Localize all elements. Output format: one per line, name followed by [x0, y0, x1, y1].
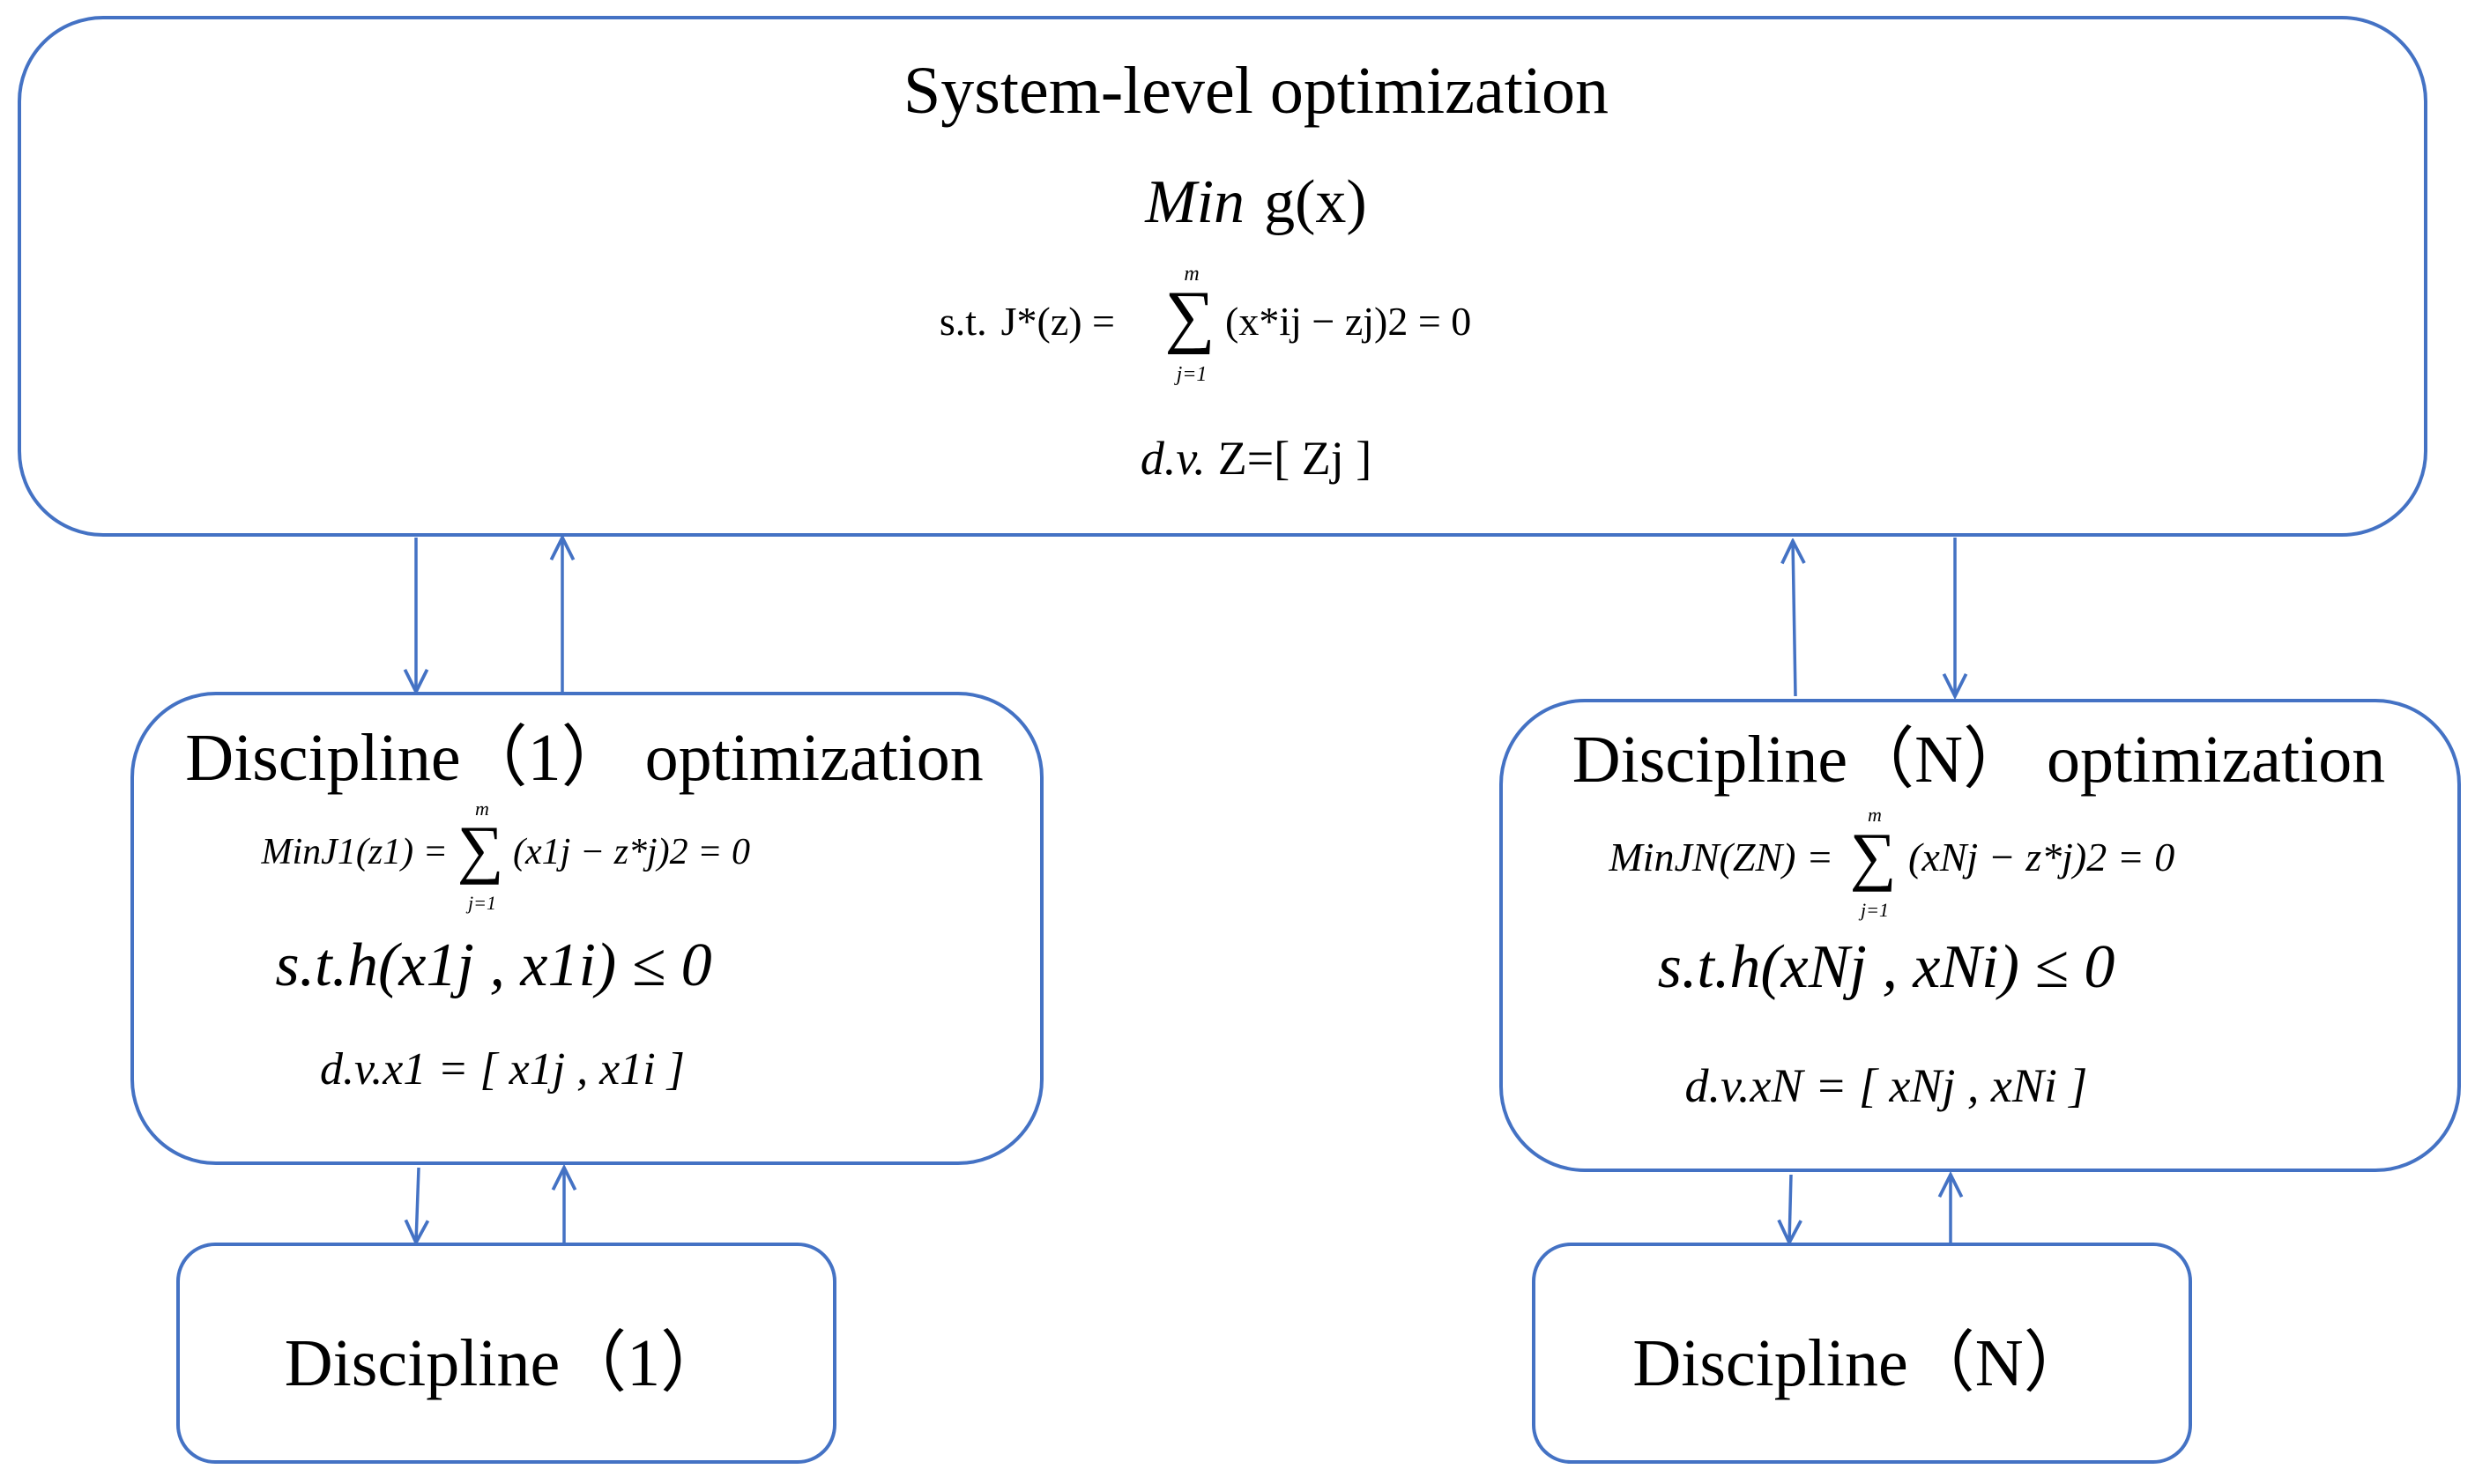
sum-upper: m — [475, 798, 489, 820]
system-constraint: s.t. J*(z) = ∑ m j=1 (x*ij − zj)2 = 0 — [940, 263, 1471, 386]
discipline-n-constraint: s.t.h(xNj , xNi) ≤ 0 — [1658, 933, 2115, 1001]
sum-lower: j=1 — [1858, 899, 1889, 921]
objective-rhs: (x1j − z*j)2 = 0 — [513, 832, 750, 872]
constraint-rhs: (x*ij − zj)2 = 0 — [1225, 299, 1471, 344]
sum-symbol: ∑ — [457, 813, 504, 886]
system-design-vars: d.v.Z=[ Zj ] — [1141, 432, 1371, 485]
discipline-n-frame — [1532, 1243, 2192, 1464]
arrow-discn-opt-to-discn — [1789, 1174, 1791, 1243]
discipline-1-opt-title: Discipline（1） optimization — [185, 721, 984, 795]
sum-upper: m — [1184, 263, 1199, 286]
sum-symbol: ∑ — [1164, 278, 1215, 355]
discipline-n-label: Discipline（N） — [1632, 1326, 2090, 1400]
discipline-1-optimization-box: Discipline（1） optimization MinJ1(z1) = ∑… — [130, 692, 1044, 1165]
system-title: System-level optimization — [903, 54, 1609, 128]
discipline-n-optimization-box: Discipline（N） optimization MinJN(ZN) = ∑… — [1499, 699, 2461, 1172]
svg-text:s.t.J*(z) =: s.t. J*(z) = — [940, 299, 1115, 344]
discipline-1-label: Discipline（1） — [285, 1326, 727, 1400]
discipline-1-objective: MinJ1(z1) = ∑ m j=1 (x1j − z*j)2 = 0 — [261, 798, 750, 914]
sum-upper: m — [1868, 804, 1882, 826]
system-level-box: System-level optimization Min g(x) s.t. J*… — [18, 16, 2427, 537]
dv-label: d.v. — [1141, 432, 1206, 485]
objective-lhs: MinJ1(z1) = — [261, 832, 448, 872]
objective-rhs: (xNj − z*j)2 = 0 — [1908, 835, 2174, 879]
discipline-1-design-vars: d.v.x1 = [ x1j , x1i ] — [320, 1044, 685, 1094]
system-level-frame — [18, 16, 2427, 537]
discipline-n-design-vars: d.v.xN = [ xNj , xNi ] — [1685, 1059, 2088, 1112]
discipline-1-box: Discipline（1） — [176, 1243, 836, 1464]
discipline-1-frame — [176, 1243, 836, 1464]
discipline-n-opt-title: Discipline（N） optimization — [1572, 723, 2385, 797]
constraint-prefix: s.t. — [940, 299, 987, 344]
arrow-disc1-opt-to-disc1 — [416, 1167, 419, 1243]
arrow-discn-opt-to-system — [1793, 541, 1795, 697]
constraint-lhs: J*(z) = — [1001, 299, 1115, 344]
discipline-n-objective: MinJN(ZN) = ∑ m j=1 (xNj − z*j)2 = 0 — [1608, 804, 2174, 921]
dv-value: Z=[ Zj ] — [1218, 432, 1371, 485]
sum-lower: j=1 — [1174, 363, 1208, 386]
discipline-n-box: Discipline（N） — [1532, 1243, 2192, 1464]
sum-lower: j=1 — [465, 892, 496, 914]
objective-lhs: MinJN(ZN) = — [1608, 835, 1833, 879]
sum-symbol: ∑ — [1850, 820, 1897, 893]
system-objective: Min g(x) — [1144, 168, 1366, 236]
discipline-n-opt-frame — [1499, 699, 2461, 1172]
min-keyword: Min — [1144, 168, 1245, 236]
discipline-1-opt-frame — [130, 692, 1044, 1165]
discipline-1-constraint: s.t.h(x1j , x1i) ≤ 0 — [275, 931, 711, 999]
objective-function: g(x) — [1264, 168, 1367, 236]
